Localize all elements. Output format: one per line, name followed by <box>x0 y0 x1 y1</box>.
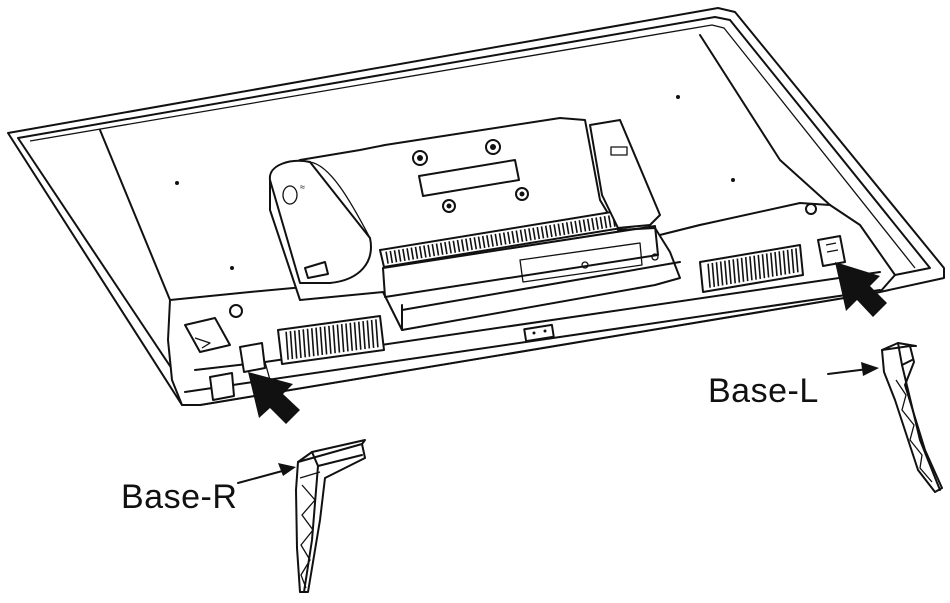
stand-truss-l <box>895 379 933 483</box>
insert-arrow-left-foot <box>835 262 887 317</box>
stand-truss-r <box>300 484 316 589</box>
vent-grille-center <box>385 211 637 264</box>
tv-back-panel: ≈ <box>7 7 945 406</box>
stand-base-r <box>295 439 366 593</box>
speaker-grille-right <box>707 248 799 288</box>
svg-text:≈: ≈ <box>300 182 305 192</box>
pointer-arrow-base-r <box>237 463 296 484</box>
label-base-l: Base-L <box>708 372 819 410</box>
insert-arrow-right-foot <box>248 372 300 424</box>
label-base-r: Base-R <box>121 478 238 516</box>
speaker-grille-left <box>285 319 379 360</box>
pointer-arrow-base-l <box>827 362 879 376</box>
stand-base-l <box>881 342 943 493</box>
